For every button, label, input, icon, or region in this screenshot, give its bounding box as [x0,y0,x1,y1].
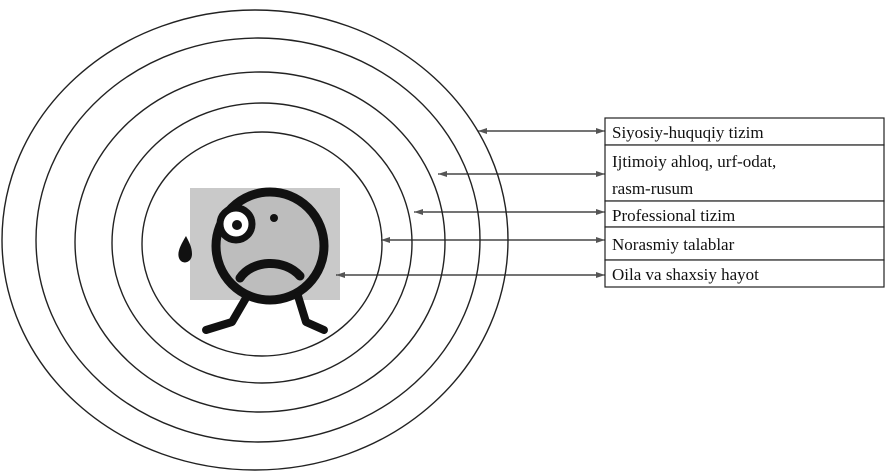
arrowhead-left-3 [414,209,423,215]
right-eye [270,214,278,222]
left-pupil [232,220,242,230]
tear-drop [178,236,192,262]
label-oila-va-shaxsiy-hayot: Oila va shaxsiy hayot [612,265,759,284]
arrowhead-right-2 [596,171,605,177]
arrowhead-right-3 [596,209,605,215]
label-boxes: Siyosiy-huquqiy tizim Ijtimoiy ahloq, ur… [605,118,884,287]
arrowhead-right-5 [596,272,605,278]
leader-lines [336,128,605,278]
label-norasmiy-talablar: Norasmiy talablar [612,235,735,254]
arrowhead-right-1 [596,128,605,134]
left-leg [206,298,246,330]
label-ijtimoiy-line-1: Ijtimoiy ahloq, urf-odat, [612,152,776,171]
arrowhead-right-4 [596,237,605,243]
label-siyosiy-huquqiy-tizim: Siyosiy-huquqiy tizim [612,123,764,142]
right-leg [298,296,324,330]
worried-face-figure [178,188,340,330]
label-professional-tizim: Professional tizim [612,206,735,225]
label-ijtimoiy-line-2: rasm-rusum [612,179,693,198]
arrowhead-left-2 [438,171,447,177]
